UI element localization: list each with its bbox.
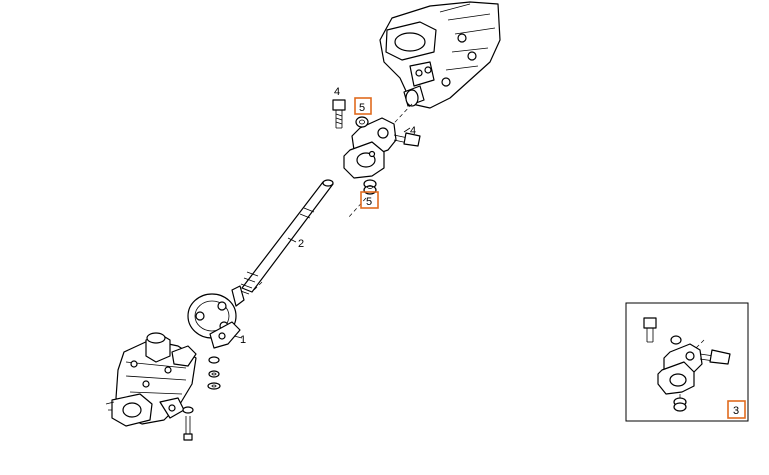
bolt-upper-horizontal	[393, 132, 421, 147]
leader-line-2	[287, 237, 297, 243]
callout-label-5-bottom[interactable]: 5	[366, 196, 372, 208]
leader-line-1	[233, 335, 243, 339]
steering-gearbox	[111, 332, 197, 427]
intermediate-shaft	[237, 179, 334, 295]
flexible-coupling	[187, 285, 245, 349]
callout-label-2: 2	[298, 238, 304, 250]
steering-pump-housing	[379, 1, 501, 109]
gearbox-fasteners-lower	[182, 406, 194, 441]
gearbox-fasteners-right	[207, 356, 221, 390]
callout-box-5-bottom[interactable]	[360, 191, 379, 209]
detail-inset	[625, 302, 749, 422]
callout-label-1: 1	[240, 334, 246, 346]
leader-line-4-right	[403, 127, 411, 133]
callout-label-4-top: 4	[334, 86, 340, 98]
bolt-upper-vertical	[332, 99, 346, 129]
upper-universal-joint	[343, 117, 397, 179]
nut-upper	[355, 116, 369, 128]
callout-box-3[interactable]	[727, 400, 746, 419]
callout-label-4-right: 4	[410, 125, 416, 137]
callout-label-5-top[interactable]: 5	[359, 102, 365, 114]
callout-box-5-top[interactable]	[354, 97, 372, 115]
callout-label-3[interactable]: 3	[733, 405, 739, 417]
